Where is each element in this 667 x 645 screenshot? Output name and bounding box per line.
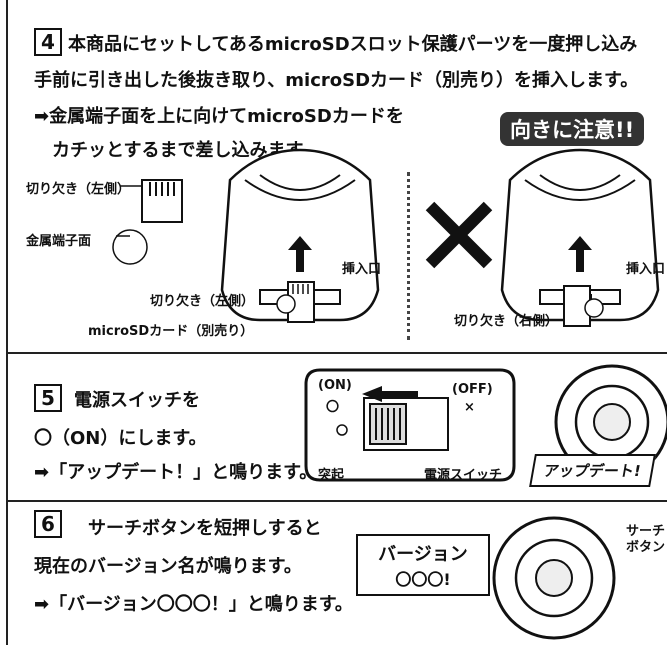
search-button-label-1: サーチ xyxy=(626,524,666,539)
device-front-update xyxy=(554,364,667,480)
protrusion-label: 突起 xyxy=(318,468,345,483)
on-label: (ON) xyxy=(318,378,352,393)
slot-label-left: 挿入口 xyxy=(342,262,382,277)
insert-arrow-left xyxy=(288,236,312,272)
terminal-label: 金属端子面 xyxy=(26,234,92,249)
step-4-number: 4 xyxy=(34,28,62,56)
caution-badge: 向きに注意!! xyxy=(500,112,645,146)
search-button-label-2: ボタン xyxy=(626,540,666,555)
step-6-line-2: 現在のバージョン名が鳴ります。 xyxy=(34,556,302,577)
microsd-card-wrong xyxy=(563,285,604,327)
left-rule xyxy=(6,0,8,645)
step-4-line-3: ➡金属端子面を上に向けてmicroSDカードを xyxy=(34,106,404,127)
off-label: (OFF) xyxy=(452,382,493,397)
notch-left-label: 切り欠き（左側） xyxy=(26,182,131,197)
version-speech-line-1: バージョン xyxy=(378,544,468,565)
section-divider-2 xyxy=(6,500,667,502)
slot-label-right: 挿入口 xyxy=(626,262,666,277)
divider-dotted xyxy=(407,172,410,340)
notch-left-label-bottom: 切り欠き（左側） xyxy=(150,294,255,309)
section-divider-1 xyxy=(6,352,667,354)
update-speech-bubble: アップデート! xyxy=(529,454,656,487)
microsd-card-label: microSDカード（別売り） xyxy=(88,324,254,339)
cross-mark-icon xyxy=(425,201,493,269)
device-front-search xyxy=(492,516,616,640)
on-symbol: 〇 xyxy=(326,400,340,415)
off-symbol: × xyxy=(464,400,475,415)
notch-right-label: 切り欠き（右側） xyxy=(454,314,559,329)
power-switch-label: 電源スイッチ xyxy=(424,468,503,483)
step-6-line-3: ➡「バージョン〇〇〇！」と鳴ります。 xyxy=(34,594,353,615)
step-5-line-1: 電源スイッチを xyxy=(74,390,200,411)
step-6-number: 6 xyxy=(34,510,62,538)
microsd-card-inserting xyxy=(276,281,315,323)
version-speech-line-2: 〇〇〇! xyxy=(395,570,451,589)
power-switch-diagram xyxy=(304,368,516,482)
step-5-number: 5 xyxy=(34,384,62,412)
insert-arrow-right xyxy=(568,236,592,272)
step-5-line-3: ➡「アップデート！」と鳴ります。 xyxy=(34,462,318,483)
version-speech-bubble: バージョン 〇〇〇! xyxy=(356,534,490,596)
step-5-line-2: 〇（ON）にします。 xyxy=(34,428,207,449)
step-4-line-1: 本商品にセットしてあるmicroSDスロット保護パーツを一度押し込み xyxy=(68,34,638,55)
step-4-line-4: カチッとするまで差し込みます。 xyxy=(52,140,320,161)
step-4-line-2: 手前に引き出した後抜き取り、microSDカード（別売り）を挿入します。 xyxy=(34,70,639,91)
microsd-card-diagram xyxy=(112,179,183,265)
step-6-line-1: サーチボタンを短押しすると xyxy=(88,518,322,539)
